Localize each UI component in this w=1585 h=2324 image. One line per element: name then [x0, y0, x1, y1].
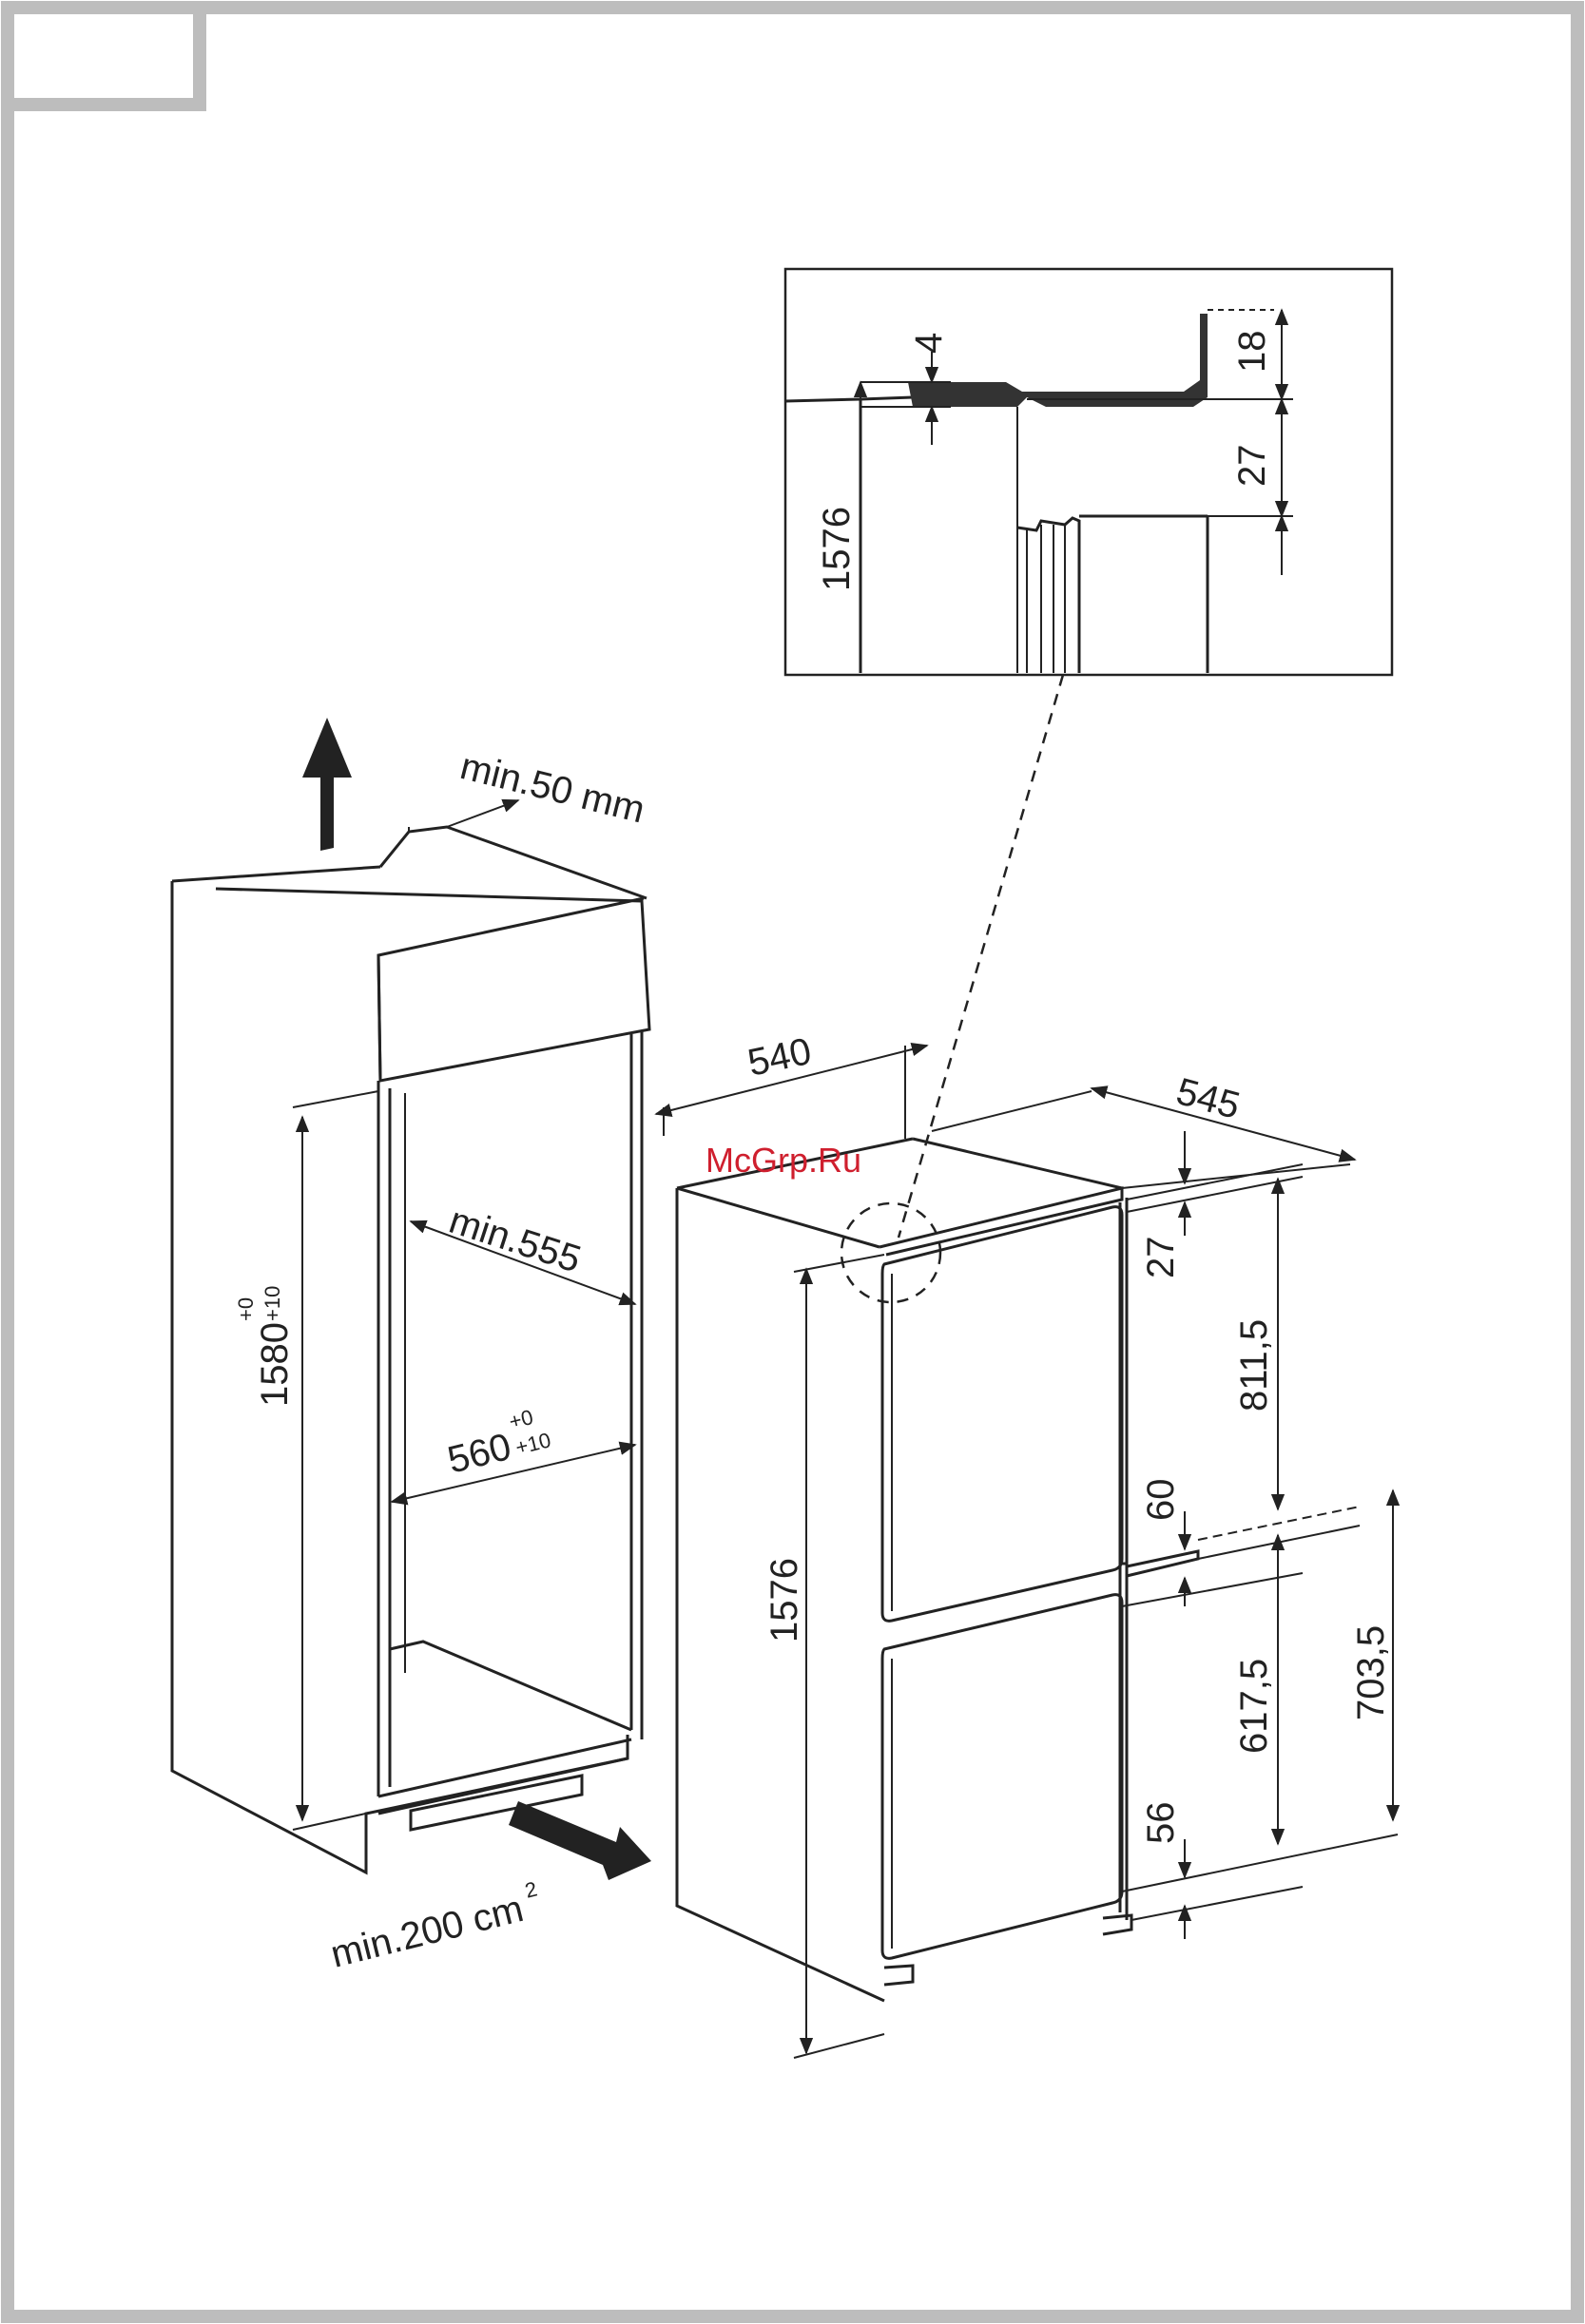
- label-bottom-vent: min.200 cm 2: [325, 1877, 546, 1976]
- detail-inset: [785, 269, 1392, 675]
- dim-middle-gap: 60: [1140, 1479, 1182, 1522]
- dim-appliance-depth: 545: [1172, 1070, 1245, 1127]
- dim-cabinet-width-tol-upper: +0: [507, 1405, 535, 1433]
- detail-leader: [899, 675, 1063, 1238]
- label-bottom-vent-text: min.200 cm: [327, 1888, 528, 1976]
- detail-dim-4: 4: [908, 333, 950, 354]
- dim-cabinet-width: 560 +0 +10: [440, 1402, 554, 1482]
- dim-cabinet-width-tol-lower: +10: [513, 1428, 553, 1459]
- dim-appliance-height: 1576: [764, 1558, 805, 1642]
- detail-dim-1576: 1576: [816, 507, 858, 591]
- dim-top-gap: 27: [1140, 1237, 1182, 1279]
- dim-upper-door: 811,5: [1233, 1319, 1275, 1412]
- dim-cabinet-height: 1580 +0 +10: [234, 1286, 296, 1407]
- dim-lower-total: 703,5: [1350, 1625, 1392, 1720]
- detail-dim-27: 27: [1231, 445, 1273, 488]
- appliance: [656, 1046, 1398, 2058]
- detail-dim-18: 18: [1231, 331, 1273, 374]
- dim-cabinet-depth: min.555: [444, 1200, 586, 1281]
- label-top-vent: min.50 mm: [456, 745, 649, 832]
- dim-bottom-gap: 56: [1140, 1802, 1182, 1845]
- dim-cabinet-height-tol-lower: +10: [261, 1286, 284, 1321]
- dim-cabinet-height-tol-upper: +0: [234, 1297, 258, 1321]
- watermark: McGrp.Ru: [706, 1141, 861, 1180]
- dim-lower-door: 617,5: [1233, 1659, 1275, 1754]
- dim-cabinet-height-value: 1580: [254, 1322, 296, 1407]
- label-bottom-vent-sup: 2: [522, 1877, 539, 1903]
- dim-cabinet-width-value: 560: [444, 1426, 515, 1482]
